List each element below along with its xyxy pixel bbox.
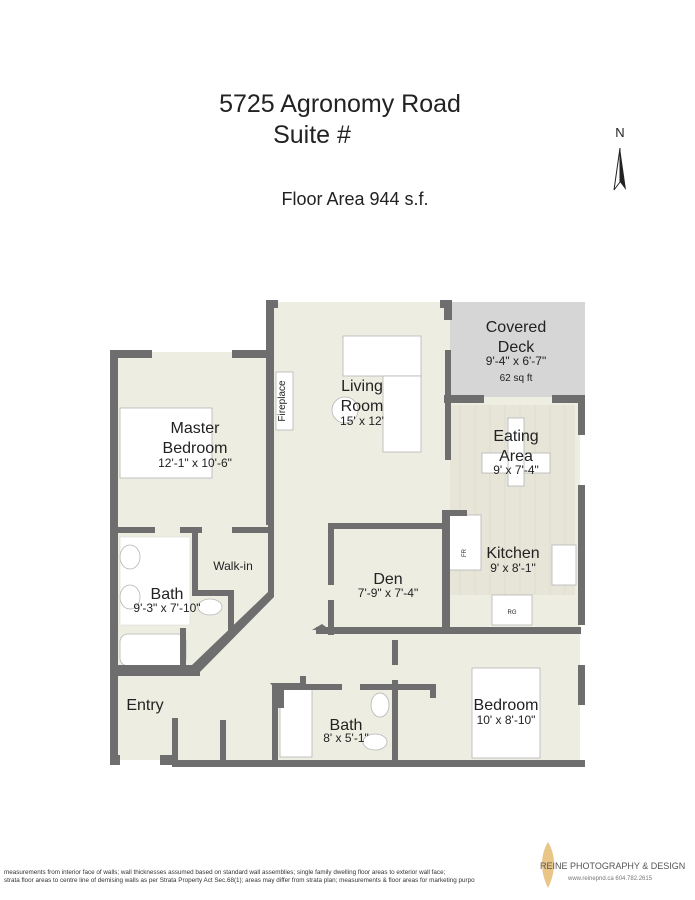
room-dims: 15' x 12' xyxy=(340,414,384,428)
room-den: Den 7'-9" x 7'-4" xyxy=(358,571,418,600)
walls xyxy=(110,300,585,767)
room-dims: 9' x 8'-1" xyxy=(490,561,536,575)
room-name: Area xyxy=(499,448,533,465)
fireplace xyxy=(275,371,294,431)
suite-title: Suite # xyxy=(273,121,351,149)
brand-name: REINE PHOTOGRAPHY & DESIGN xyxy=(540,861,685,871)
room-name: Entry xyxy=(126,697,163,714)
room-dims: 9'-3" x 7'-10" xyxy=(133,601,200,615)
room-master-bath: Bath 9'-3" x 7'-10" xyxy=(133,586,200,615)
range-label: RG xyxy=(508,610,517,616)
disclaimer-line-2: strata floor areas to centre line of dem… xyxy=(4,877,475,884)
leaf-icon xyxy=(542,842,554,888)
room-name: Bedroom xyxy=(163,440,228,457)
reine-logo: REINE PHOTOGRAPHY & DESIGN www.reinepnd.… xyxy=(540,842,685,888)
room-name: Bath xyxy=(330,717,363,734)
room-bedroom: Bedroom 10' x 8'-10" xyxy=(474,697,539,727)
room-name: Room xyxy=(341,398,384,415)
coffee-table xyxy=(331,396,359,424)
room-name: Den xyxy=(373,571,402,588)
bathtub xyxy=(119,633,187,667)
room-dims: 10' x 8'-10" xyxy=(477,713,536,727)
shower xyxy=(279,684,313,758)
fridge-label: FR xyxy=(462,548,468,557)
room-eating-area: Eating Area 9' x 7'-4" xyxy=(493,428,539,477)
brand-contact: www.reinepnd.ca 604.782.2615 xyxy=(567,876,653,882)
north-arrow-icon: N xyxy=(613,125,626,191)
north-label: N xyxy=(615,125,624,140)
fixtures: Fireplace FR RG xyxy=(119,335,577,759)
room-walk-in: Walk-in xyxy=(213,559,253,573)
room-dims: 9' x 7'-4" xyxy=(493,463,539,477)
room-living-room: Living Room 15' x 12' xyxy=(340,378,384,428)
room-name: Kitchen xyxy=(486,545,539,562)
bedroom-bed xyxy=(471,667,541,759)
room-dims: 12'-1" x 10'-6" xyxy=(158,456,232,470)
master-bed xyxy=(119,407,213,479)
address-title: 5725 Agronomy Road xyxy=(219,90,461,118)
room-master-bedroom: Master Bedroom 12'-1" x 10'-6" xyxy=(158,420,232,470)
room-dims: 9'-4" x 6'-7" xyxy=(486,354,546,368)
room-dims: 7'-9" x 7'-4" xyxy=(358,586,418,600)
room-entry: Entry xyxy=(126,697,163,714)
room-name: Master xyxy=(171,420,221,437)
sofa xyxy=(342,335,422,377)
kitchen-sink xyxy=(551,544,577,586)
room-kitchen: Kitchen 9' x 8'-1" xyxy=(486,545,539,575)
room-name: Eating xyxy=(493,428,538,445)
disclaimer-line-1: measurements from interior face of walls… xyxy=(4,869,446,876)
room-name: Walk-in xyxy=(213,559,253,573)
fireplace-label: Fireplace xyxy=(277,380,288,422)
floor-area: Floor Area 944 s.f. xyxy=(281,189,428,209)
room-name: Living xyxy=(341,378,383,395)
room-dims: 8' x 5'-1" xyxy=(323,731,369,745)
room-name: Deck xyxy=(498,339,535,356)
room-name: Bath xyxy=(151,586,184,603)
room-name: Bedroom xyxy=(474,697,539,714)
room-bath-2: Bath 8' x 5'-1" xyxy=(323,717,369,745)
room-name: Covered xyxy=(486,319,546,336)
room-covered-deck: Covered Deck 9'-4" x 6'-7" 62 sq ft xyxy=(486,319,546,384)
deck-floor xyxy=(450,302,585,397)
range xyxy=(491,594,533,626)
room-area: 62 sq ft xyxy=(500,373,533,384)
fridge xyxy=(448,514,482,571)
